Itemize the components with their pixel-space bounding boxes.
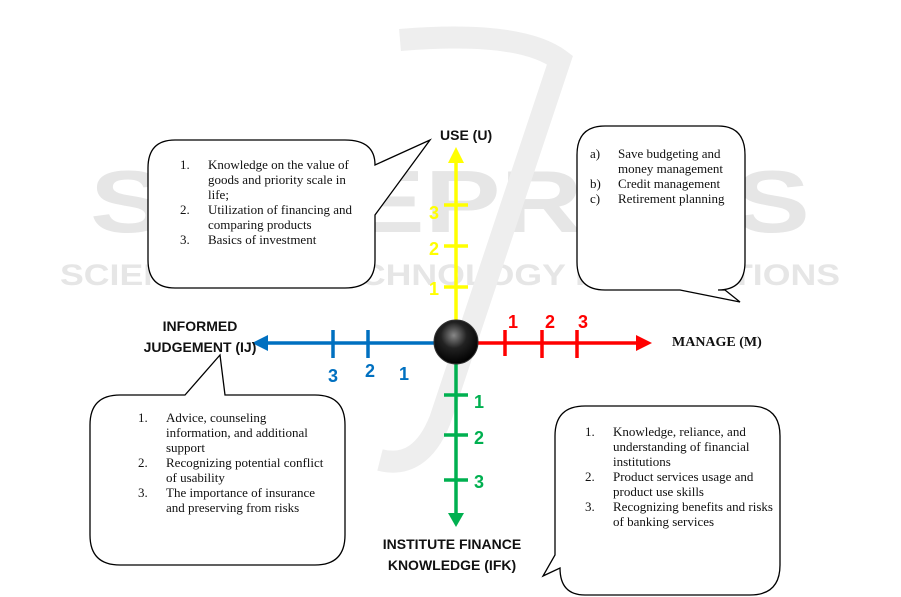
item-text: Save budgeting and money management (618, 146, 724, 176)
item-text: Basics of investment (208, 232, 317, 247)
item-marker: 2. (585, 469, 595, 484)
list-item: 3. Basics of investment (180, 232, 355, 247)
item-marker: a) (590, 146, 601, 161)
bubble-use: 1. Knowledge on the value of goods and pr… (180, 157, 355, 247)
ifk-tick-labels: 1 2 3 (474, 392, 484, 492)
item-text: Knowledge on the value of goods and prio… (208, 157, 349, 202)
list-item: 1. Knowledge, reliance, and understanding… (585, 424, 775, 469)
manage-tick-label-1: 1 (508, 312, 518, 332)
item-text: Advice, counseling information, and addi… (166, 410, 308, 455)
manage-tick-label-2: 2 (545, 312, 555, 332)
bubble-informed-judgement: 1. Advice, counseling information, and ad… (138, 410, 328, 515)
ij-tick-labels: 1 2 3 (328, 361, 409, 386)
item-marker: 3. (180, 232, 190, 247)
item-marker: b) (590, 176, 601, 191)
item-text: Recognizing potential conflict of usabil… (166, 455, 324, 485)
manage-axis (475, 330, 652, 358)
ij-tick-label-2: 2 (365, 361, 375, 381)
ij-axis-title-line2: JUDGEMENT (IJ) (144, 339, 257, 355)
bubble-manage: a) Save budgeting and money management b)… (590, 146, 740, 206)
manage-axis-title: MANAGE (M) (672, 335, 762, 350)
item-text: The importance of insurance and preservi… (166, 485, 316, 515)
manage-tick-label-3: 3 (578, 312, 588, 332)
ifk-axis-title-line2: KNOWLEDGE (IFK) (388, 557, 516, 573)
use-tick-label-3: 3 (429, 203, 439, 223)
ij-axis (252, 330, 437, 358)
ij-tick-label-1: 1 (399, 364, 409, 384)
item-marker: 1. (180, 157, 190, 172)
manage-tick-labels: 1 2 3 (508, 312, 588, 332)
list-item: 3. The importance of insurance and preser… (138, 485, 328, 515)
list-item: 2. Product services usage and product use… (585, 469, 775, 499)
list-item: 3. Recognizing benefits and risks of bank… (585, 499, 775, 529)
item-text: Utilization of financing and comparing p… (208, 202, 353, 232)
list-item: 1. Advice, counseling information, and ad… (138, 410, 328, 455)
use-tick-labels: 3 2 1 (429, 203, 439, 299)
item-marker: 3. (138, 485, 148, 500)
list-item: c) Retirement planning (590, 191, 740, 206)
bubble-ifk: 1. Knowledge, reliance, and understanding… (585, 424, 775, 529)
item-text: Retirement planning (618, 191, 725, 206)
ifk-axis (444, 362, 468, 527)
ifk-tick-label-1: 1 (474, 392, 484, 412)
item-text: Credit management (618, 176, 721, 191)
item-marker: 1. (585, 424, 595, 439)
item-text: Product services usage and product use s… (613, 469, 754, 499)
bubble-use-shape (147, 138, 432, 289)
list-item: b) Credit management (590, 176, 740, 191)
center-sphere (433, 319, 479, 365)
ifk-axis-title-line1: INSTITUTE FINANCE (383, 536, 521, 552)
ij-tick-label-3: 3 (328, 366, 338, 386)
bubble-manage-shape (576, 125, 746, 303)
bubble-ifk-shape (541, 405, 781, 596)
use-axis (444, 147, 468, 325)
use-tick-label-2: 2 (429, 239, 439, 259)
use-tick-label-1: 1 (429, 279, 439, 299)
item-marker: 2. (180, 202, 190, 217)
list-item: 1. Knowledge on the value of goods and pr… (180, 157, 355, 202)
bubble-ij-shape (89, 353, 346, 566)
item-text: Recognizing benefits and risks of bankin… (613, 499, 773, 529)
ifk-tick-label-3: 3 (474, 472, 484, 492)
ifk-tick-label-2: 2 (474, 428, 484, 448)
watermark-swoosh (377, 26, 573, 473)
list-item: a) Save budgeting and money management (590, 146, 740, 176)
item-marker: 3. (585, 499, 595, 514)
item-marker: 1. (138, 410, 148, 425)
list-item: 2. Recognizing potential conflict of usab… (138, 455, 328, 485)
ij-axis-title-line1: INFORMED (163, 318, 238, 334)
use-axis-title: USE (U) (440, 127, 492, 143)
list-item: 2. Utilization of financing and comparing… (180, 202, 355, 232)
item-marker: c) (590, 191, 601, 206)
item-text: Knowledge, reliance, and understanding o… (613, 424, 750, 469)
item-marker: 2. (138, 455, 148, 470)
